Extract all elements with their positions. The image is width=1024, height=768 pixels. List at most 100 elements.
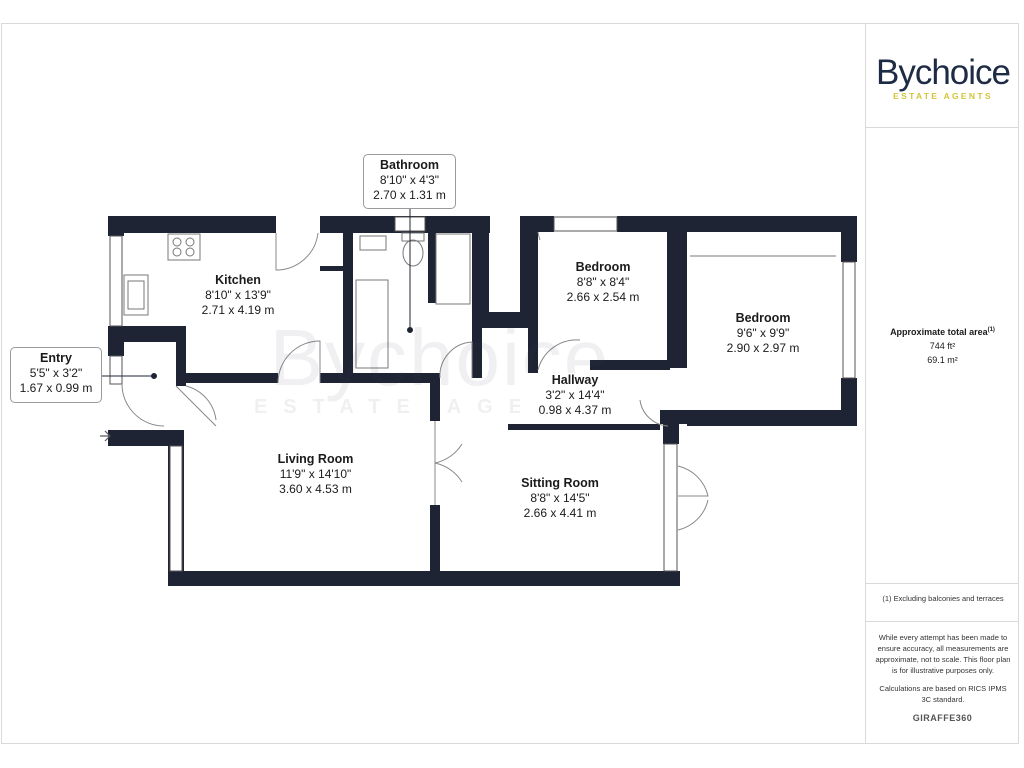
- room-bedroom-1: Bedroom 8'8" x 8'4" 2.66 x 2.54 m: [543, 260, 663, 305]
- room-imperial: 5'5" x 3'2": [29, 366, 83, 380]
- door-swing: [639, 399, 669, 427]
- door-swing: [677, 465, 709, 531]
- sink-bowl: [127, 280, 145, 310]
- wall: [430, 505, 440, 575]
- room-metric: 2.71 x 4.19 m: [201, 303, 275, 317]
- area-title-text: Approximate total area: [890, 327, 988, 337]
- room-imperial: 3'2" x 14'4": [545, 388, 605, 402]
- door-swing: [121, 383, 165, 427]
- room-metric: 1.67 x 0.99 m: [19, 381, 93, 395]
- divider: [866, 583, 1019, 584]
- wall: [663, 424, 679, 444]
- info-panel: Bychoice ESTATE AGENTS Approximate total…: [865, 23, 1019, 744]
- wall: [108, 216, 124, 236]
- wall: [590, 360, 670, 370]
- bathtub: [355, 279, 389, 369]
- calculation-note: Calculations are based on RICS IPMS 3C s…: [879, 684, 1007, 704]
- fixtures: [123, 232, 836, 369]
- room-metric: 3.60 x 4.53 m: [279, 482, 352, 496]
- entrance-arrow-icon: [100, 430, 111, 442]
- window: [169, 445, 183, 572]
- walls: [108, 216, 857, 586]
- room-imperial: 8'10" x 13'9": [205, 288, 271, 302]
- wall: [520, 216, 538, 328]
- wall: [108, 216, 276, 233]
- door-swing: [175, 385, 217, 427]
- wall: [508, 424, 660, 430]
- room-imperial: 8'8" x 14'5": [530, 491, 590, 505]
- room-metric: 2.90 x 2.97 m: [726, 341, 800, 355]
- wall: [428, 233, 436, 303]
- room-imperial: 9'6" x 9'9": [736, 326, 790, 340]
- area-metric: 69.1 m²: [927, 355, 958, 365]
- hob: [167, 233, 201, 261]
- divider: [866, 621, 1019, 622]
- room-hallway: Hallway 3'2" x 14'4" 0.98 x 4.37 m: [520, 373, 630, 418]
- window: [109, 355, 123, 385]
- plan-frame: [1, 23, 1019, 744]
- room-metric: 2.66 x 2.54 m: [566, 290, 640, 304]
- room-name: Sitting Room: [521, 476, 599, 490]
- exclusion-note: (1) Excluding balconies and terraces: [882, 594, 1004, 603]
- windows: [109, 216, 856, 572]
- floor-plan: [100, 208, 857, 586]
- brand-name: Bychoice: [875, 53, 1011, 92]
- entry-pointer-dot: [151, 373, 157, 379]
- wall: [343, 233, 353, 373]
- wall: [108, 430, 176, 446]
- wall: [168, 571, 680, 586]
- door-swing: [277, 340, 321, 384]
- bathroom-pointer-dot: [407, 327, 413, 333]
- toilet-cistern: [401, 232, 425, 242]
- room-bedroom-2: Bedroom 9'6" x 9'9" 2.90 x 2.97 m: [703, 311, 823, 356]
- room-living-room: Living Room 11'9" x 14'10" 3.60 x 4.53 m: [253, 452, 378, 497]
- hob-ring: [185, 247, 195, 257]
- door-swing: [537, 339, 581, 371]
- basin: [359, 235, 387, 251]
- room-name: Living Room: [277, 452, 354, 466]
- sink: [123, 274, 149, 316]
- wall: [617, 216, 857, 232]
- wall: [687, 410, 857, 426]
- wall: [667, 216, 687, 368]
- wall: [176, 326, 186, 386]
- toilet-bowl: [402, 239, 424, 267]
- area-title: Approximate total area(1): [866, 323, 1019, 339]
- room-sitting-room: Sitting Room 8'8" x 14'5" 2.66 x 4.41 m: [500, 476, 620, 521]
- window: [109, 235, 123, 327]
- room-bathroom: Bathroom 8'10" x 4'3" 2.70 x 1.31 m: [363, 154, 456, 209]
- pointers: [102, 208, 413, 379]
- room-kitchen: Kitchen 8'10" x 13'9" 2.71 x 4.19 m: [178, 273, 298, 318]
- area-imperial: 744 ft²: [929, 341, 956, 351]
- hob-ring: [172, 237, 182, 247]
- wall: [320, 266, 344, 271]
- room-imperial: 11'9" x 14'10": [279, 467, 352, 481]
- credit-logo: GIRAFFE360: [912, 713, 973, 723]
- wall: [430, 383, 440, 421]
- doors: [121, 231, 709, 531]
- shower: [435, 233, 471, 305]
- room-name: Bedroom: [575, 260, 631, 274]
- window: [663, 443, 678, 572]
- hob-ring: [172, 247, 182, 257]
- wall: [660, 410, 690, 424]
- wall: [841, 216, 857, 262]
- disclaimer-note: While every attempt has been made to ens…: [875, 633, 1011, 675]
- room-imperial: 8'10" x 4'3": [379, 173, 440, 187]
- room-name: Kitchen: [215, 273, 261, 287]
- door-swing: [275, 232, 319, 271]
- window: [842, 261, 856, 379]
- brand-subtitle: ESTATE AGENTS: [893, 91, 993, 101]
- wall: [472, 216, 489, 328]
- wall: [108, 326, 176, 342]
- hob-ring: [185, 237, 195, 247]
- door-swing: [439, 341, 473, 379]
- wall: [528, 328, 538, 378]
- door-swing: [434, 421, 463, 505]
- wall: [472, 328, 482, 378]
- area-footnote-mark: (1): [987, 327, 995, 333]
- total-area: Approximate total area(1) 744 ft² 69.1 m…: [866, 323, 1019, 367]
- door-swing: [537, 231, 541, 241]
- divider: [866, 127, 1019, 128]
- room-name: Bathroom: [379, 158, 440, 172]
